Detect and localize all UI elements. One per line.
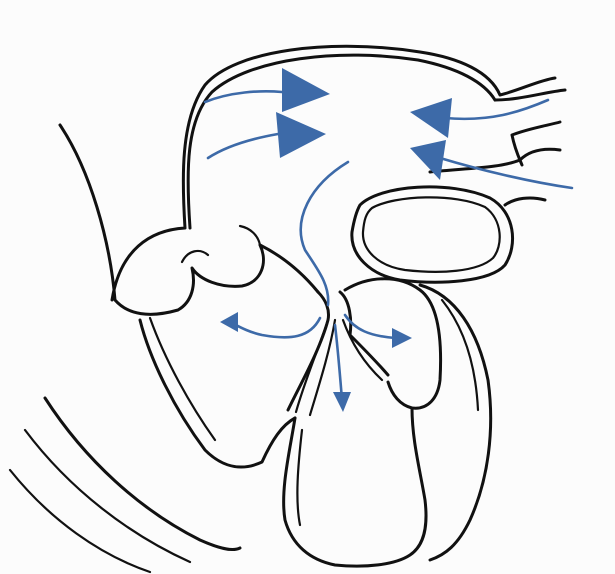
upper-chamber-inner-line xyxy=(188,55,495,228)
valve-right-leaflet xyxy=(340,292,388,375)
rightward-flow-line xyxy=(345,315,395,338)
round-chamber-connector xyxy=(505,198,545,205)
inflow-line-upper-left xyxy=(205,91,282,102)
rightward-arrowhead xyxy=(392,328,412,348)
arrowheads xyxy=(220,68,452,412)
bottom-pouch-inner xyxy=(297,430,302,525)
inflow-arrowhead-lower-right xyxy=(410,140,446,180)
outer-curve-1 xyxy=(45,398,240,550)
round-chamber-outer xyxy=(352,187,513,282)
inflow-line-lower-left xyxy=(208,134,278,158)
round-chamber-inner xyxy=(363,197,500,271)
valve-left-leaflet xyxy=(288,292,329,410)
inflow-line-lower-right xyxy=(440,158,572,188)
inflow-arrowhead-upper-left xyxy=(282,68,330,112)
leftward-arrowhead xyxy=(220,312,238,332)
left-mass-fold xyxy=(182,226,260,262)
lower-left-wall-inner xyxy=(150,318,215,440)
downward-flow-line xyxy=(335,325,342,400)
inflow-arrowhead-lower-left xyxy=(276,112,326,158)
inflow-arrowhead-upper-right xyxy=(410,98,452,138)
right-outer-wall-inner xyxy=(442,300,478,410)
inflow-line-upper-right xyxy=(445,100,548,119)
outer-curve-2 xyxy=(25,430,190,562)
lower-left-wall xyxy=(140,320,295,467)
descending-flow-line xyxy=(301,162,348,305)
right-outer-wall xyxy=(420,285,491,560)
leftward-flow-line xyxy=(230,318,320,337)
right-vessel-opening xyxy=(512,122,560,165)
outer-curve-3 xyxy=(10,470,150,572)
downward-arrowhead xyxy=(333,392,351,412)
bottom-pouch xyxy=(284,408,426,566)
